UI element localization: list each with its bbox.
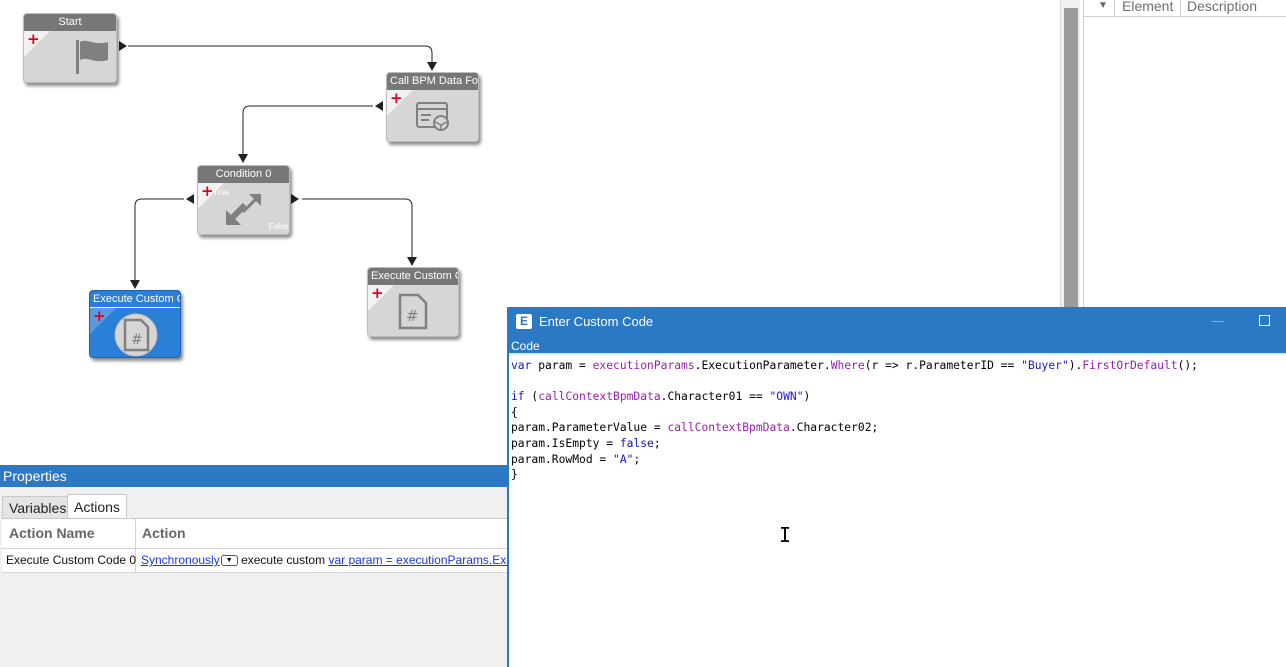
node-start[interactable]: Start + (23, 13, 117, 83)
maximize-button[interactable] (1259, 315, 1270, 326)
port-condition-true (186, 194, 194, 204)
properties-title: Properties (0, 465, 508, 487)
chevron-down-icon[interactable]: ▼ (220, 555, 238, 567)
filter-dropdown-icon[interactable]: ▼ (1098, 0, 1108, 11)
port-condition-false (291, 194, 299, 204)
column-separator (1114, 0, 1115, 17)
element-panel: ▼ Element Description (1083, 0, 1286, 310)
code-editor[interactable]: var param = executionParams.ExecutionPar… (511, 359, 1198, 482)
actions-grid: Action Name Action Execute Custom Code 0… (2, 518, 508, 573)
connector-condition-true (134, 198, 184, 281)
node-title: Call BPM Data Form (387, 73, 478, 90)
node-condition[interactable]: Condition 0 + True False (197, 165, 290, 235)
custom-code-link[interactable]: var param = executionParams.ExecutionPar… (328, 553, 508, 567)
error-plus-icon: + (390, 89, 403, 107)
node-call-bpm-data-form[interactable]: Call BPM Data Form + (386, 72, 479, 142)
form-icon (416, 102, 449, 131)
column-header-action[interactable]: Action (142, 525, 186, 541)
arrowhead (130, 280, 140, 289)
tab-variables[interactable]: Variables (2, 496, 68, 519)
svg-text:#: # (131, 332, 143, 348)
custom-code-icon: # (114, 313, 158, 357)
column-separator (135, 519, 136, 573)
dialog-title: Enter Custom Code (539, 314, 654, 329)
arrowhead (427, 62, 437, 71)
enter-custom-code-dialog: E Enter Custom Code Code var param = exe… (507, 307, 1286, 667)
error-plus-icon: + (371, 284, 384, 302)
node-title: Execute Custom Code 1 (368, 268, 458, 285)
node-corner (24, 31, 50, 57)
tab-actions[interactable]: Actions (67, 494, 127, 519)
svg-text:#: # (406, 307, 419, 325)
arrowhead (238, 154, 248, 163)
node-execute-custom-code-right[interactable]: Execute Custom Code 1 + # (367, 267, 459, 337)
app-logo-icon: E (516, 314, 532, 329)
node-corner (198, 183, 224, 209)
node-title: Execute Custom Code 0 (90, 291, 180, 308)
node-corner (90, 308, 116, 334)
connectors (119, 41, 437, 289)
text-cursor-icon: I (779, 523, 792, 547)
column-header-action-name[interactable]: Action Name (9, 525, 95, 541)
port-start-out (119, 41, 127, 51)
row-divider (2, 548, 508, 549)
false-label: False (269, 222, 289, 231)
node-execute-custom-code-left[interactable]: Execute Custom Code 0 + # (89, 290, 181, 358)
column-header-element[interactable]: Element (1122, 0, 1174, 14)
error-plus-icon: + (27, 30, 40, 48)
element-panel-header: ▼ Element Description (1084, 0, 1286, 17)
connector-callbpm-to-condition (242, 105, 373, 155)
condition-arrows-icon (225, 194, 261, 225)
true-label: True (213, 188, 230, 197)
node-title: Condition 0 (198, 166, 289, 183)
dialog-titlebar[interactable]: E Enter Custom Code (509, 307, 1286, 337)
synchronously-link[interactable]: Synchronously (141, 553, 220, 567)
column-separator (1180, 0, 1181, 17)
connector-start-to-callbpm (128, 45, 433, 64)
code-section-header: Code (509, 337, 1286, 355)
error-plus-icon: + (201, 182, 214, 200)
minimize-button[interactable] (1212, 321, 1224, 322)
canvas-vertical-scrollbar[interactable] (1060, 0, 1080, 310)
row-divider (2, 572, 508, 573)
scrollbar-thumb[interactable] (1064, 8, 1078, 308)
column-header-description[interactable]: Description (1187, 0, 1258, 14)
node-corner (368, 285, 394, 311)
action-cell: Synchronously▼ execute custom var param … (141, 548, 508, 572)
connector-condition-false (302, 198, 413, 258)
node-title: Start (24, 14, 116, 31)
node-corner (387, 90, 413, 116)
properties-panel: Properties Variables Actions Action Name… (0, 465, 508, 667)
action-name-cell[interactable]: Execute Custom Code 0 (6, 553, 137, 567)
error-plus-icon: + (93, 307, 106, 325)
flag-icon (76, 40, 108, 74)
action-middle-text: execute custom (241, 553, 326, 567)
port-callbpm-in (375, 101, 383, 111)
arrowhead (407, 257, 417, 266)
custom-code-icon: # (398, 293, 428, 330)
